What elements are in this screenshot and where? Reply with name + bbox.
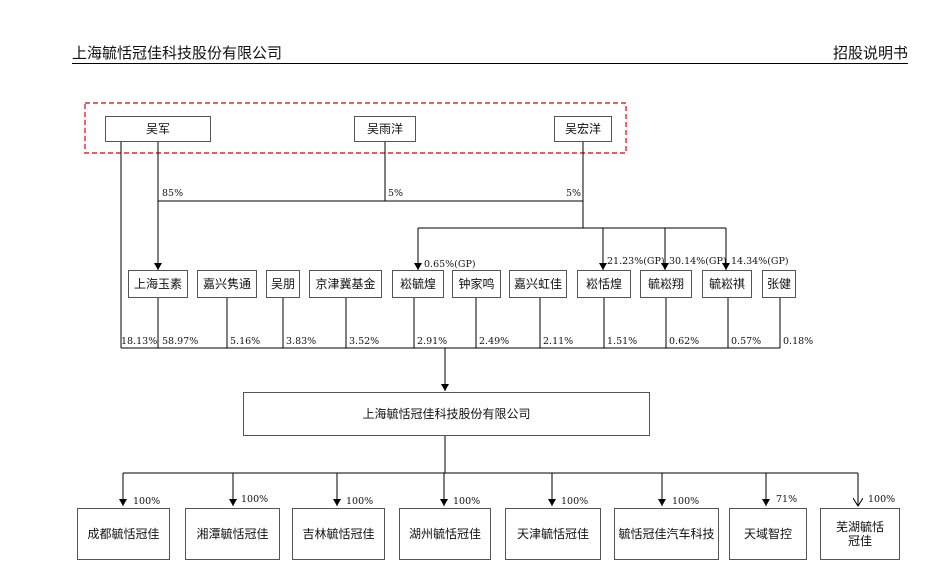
stake-label: 5%: [388, 188, 404, 199]
subsidiary-box: 湘潭毓恬冠佳: [185, 508, 280, 560]
subsidiary-box: 吉林毓恬冠佳: [292, 508, 385, 560]
subsidiary-box: 芜湖毓恬冠佳: [820, 508, 900, 560]
company-stake-label: 0.57%: [731, 336, 762, 347]
subsidiary-stake-label: 100%: [133, 496, 161, 507]
control-group-border: [84, 102, 627, 154]
subsidiary-stake-label: 71%: [776, 494, 798, 505]
subsidiary-box: 天津毓恬冠佳: [505, 508, 601, 560]
gp-stake-label: 21.23%(GP): [607, 256, 665, 267]
company-stake-label: 1.51%: [607, 336, 638, 347]
shareholder-box: 嘉兴虹佳: [509, 270, 567, 298]
company-stake-label: 18.13%: [121, 336, 158, 347]
company-stake-label: 58.97%: [162, 336, 199, 347]
subsidiary-box: 成都毓恬冠佳: [77, 508, 170, 560]
shareholder-box: 张健: [762, 270, 796, 298]
company-stake-label: 5.16%: [230, 336, 261, 347]
shareholder-box: 京津冀基金: [309, 270, 382, 298]
stake-label: 85%: [162, 188, 184, 199]
controller-box: 吴雨洋: [354, 116, 416, 142]
subsidiary-box: 湖州毓恬冠佳: [399, 508, 491, 560]
shareholder-box: 嘉兴隽通: [197, 270, 257, 298]
gp-stake-label: 0.65%(GP): [424, 259, 476, 270]
company-box: 上海毓恬冠佳科技股份有限公司: [243, 392, 650, 436]
subsidiary-stake-label: 100%: [672, 496, 700, 507]
company-stake-label: 3.52%: [349, 336, 380, 347]
shareholder-box: 崧恬煌: [577, 270, 631, 298]
shareholder-box: 毓崧祺: [702, 270, 752, 298]
company-stake-label: 2.91%: [417, 336, 448, 347]
company-stake-label: 0.62%: [669, 336, 700, 347]
subsidiary-box: 天域智控: [729, 508, 807, 560]
company-stake-label: 0.18%: [783, 336, 814, 347]
controller-box: 吴军: [105, 116, 211, 142]
stake-label: 5%: [566, 188, 582, 199]
shareholder-box: 崧毓煌: [392, 270, 444, 298]
subsidiary-stake-label: 100%: [868, 494, 896, 505]
controller-box: 吴宏洋: [554, 116, 612, 142]
gp-stake-label: 30.14%(GP): [669, 256, 727, 267]
company-stake-label: 2.49%: [479, 336, 510, 347]
subsidiary-stake-label: 100%: [561, 496, 589, 507]
shareholder-box: 毓崧翔: [640, 270, 692, 298]
subsidiary-stake-label: 100%: [241, 494, 269, 505]
company-stake-label: 2.11%: [543, 336, 574, 347]
subsidiary-stake-label: 100%: [453, 496, 481, 507]
header-doc-type: 招股说明书: [832, 44, 908, 62]
shareholder-box: 钟家鸣: [452, 270, 501, 298]
shareholder-box: 吴朋: [266, 270, 300, 298]
header-company: 上海毓恬冠佳科技股份有限公司: [72, 44, 283, 62]
subsidiary-stake-label: 100%: [346, 496, 374, 507]
subsidiary-box: 毓恬冠佳汽车科技: [614, 508, 719, 560]
header-rule: [72, 63, 908, 64]
company-stake-label: 3.83%: [286, 336, 317, 347]
gp-stake-label: 14.34%(GP): [731, 256, 789, 267]
shareholder-box: 上海玉素: [128, 270, 188, 298]
